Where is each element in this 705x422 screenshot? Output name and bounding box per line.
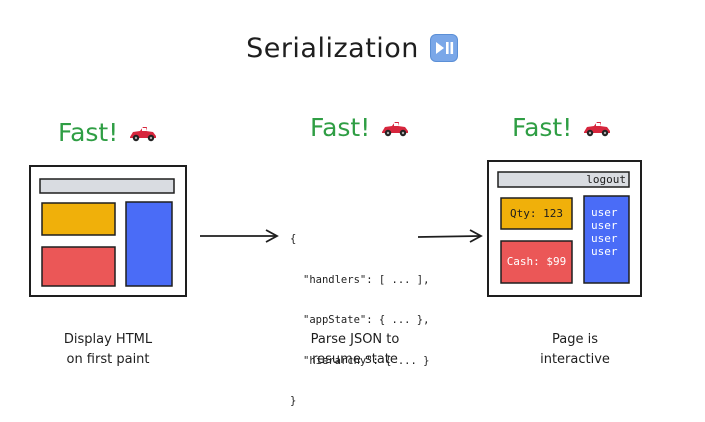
- logout-bar: [497, 171, 630, 188]
- cash-block: [500, 240, 573, 284]
- fast-text: Fast!: [310, 113, 371, 142]
- fast-label-3: Fast!: [512, 113, 612, 142]
- race-car-icon: [130, 126, 157, 141]
- users-block: [583, 195, 630, 284]
- user-item: user: [591, 245, 618, 258]
- user-item: user: [591, 206, 618, 219]
- red-block-1: [41, 246, 116, 287]
- play-pause-icon: [429, 34, 458, 62]
- diagram-canvas: [29, 160, 642, 297]
- user-item: user: [591, 232, 618, 245]
- fast-text: Fast!: [58, 118, 119, 147]
- yellow-block-1: [41, 202, 116, 236]
- fast-text: Fast!: [512, 113, 573, 142]
- title-row: Serialization: [0, 26, 705, 70]
- arrow-1: [200, 229, 279, 243]
- caption-line: Page is: [552, 332, 598, 347]
- caption-line: resume state: [312, 352, 398, 367]
- logout-link[interactable]: logout: [586, 173, 626, 186]
- json-hierarchy: "hierarchy": { ... }: [303, 354, 430, 367]
- arrow-2: [417, 229, 483, 243]
- users-list: user user user user: [591, 206, 618, 258]
- caption-line: Parse JSON to: [310, 332, 400, 347]
- user-item: user: [591, 219, 618, 232]
- fast-label-1: Fast!: [58, 118, 158, 147]
- header-bar-1: [39, 178, 175, 194]
- race-car-icon: [584, 121, 611, 136]
- fast-label-2: Fast!: [310, 113, 410, 142]
- caption-line: Display HTML: [63, 332, 153, 347]
- json-snippet: { "handlers": [ ... ], "appState": { ...…: [290, 206, 429, 422]
- cash-label: Cash: $99: [506, 255, 567, 268]
- caption-line: interactive: [540, 352, 610, 367]
- json-open-brace: {: [290, 233, 297, 245]
- caption-3: Page is interactive: [505, 330, 645, 370]
- caption-line: on first paint: [66, 352, 150, 367]
- caption-1: Display HTML on first paint: [38, 330, 178, 370]
- qty-label: Qty: 123: [510, 207, 563, 220]
- caption-2: Parse JSON to resume state: [285, 330, 425, 370]
- diagram-title: Serialization: [246, 32, 419, 64]
- qty-block: [500, 197, 573, 230]
- json-appstate: "appState": { ... },: [303, 314, 430, 326]
- blue-block-1: [125, 201, 173, 287]
- json-close-brace: }: [290, 395, 297, 407]
- json-handlers: "handlers": [ ... ],: [303, 273, 430, 286]
- race-car-icon: [382, 121, 409, 136]
